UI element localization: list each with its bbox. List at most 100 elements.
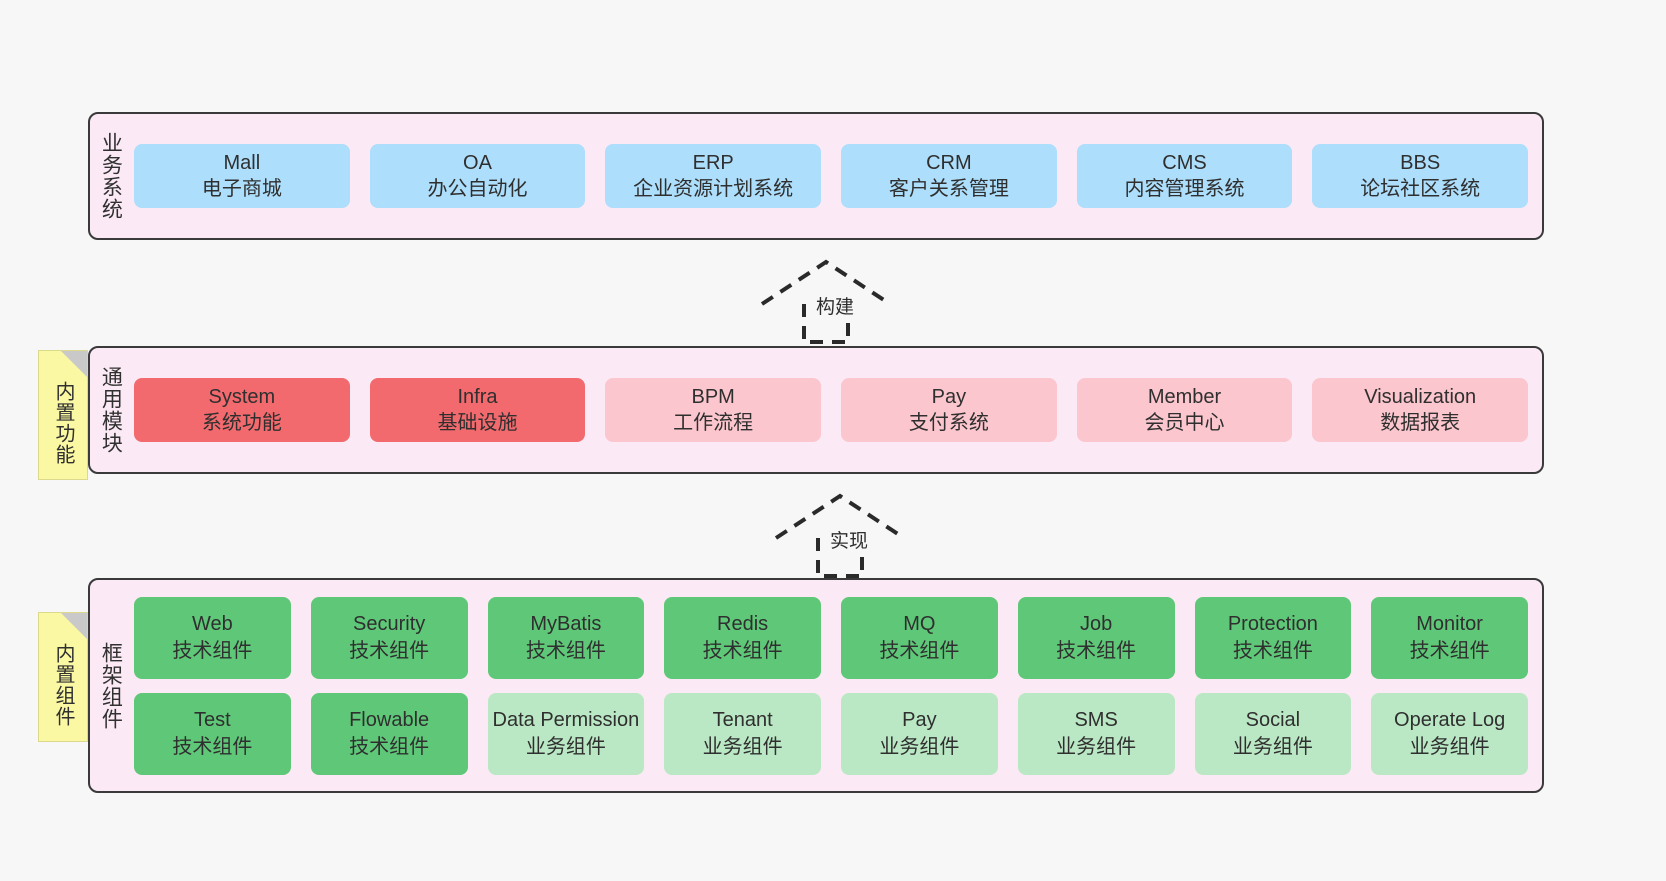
note-label: 内置功能 (52, 381, 74, 465)
card-row: Web 技术组件 Security 技术组件 MyBatis 技术组件 Redi… (134, 596, 1528, 679)
card-bbs[interactable]: BBS 论坛社区系统 (1312, 143, 1529, 209)
card-title: Mall (223, 151, 261, 174)
card-subtitle: 电子商城 (201, 178, 282, 200)
connector-implement-shape (774, 493, 906, 578)
card-title: Social (1245, 709, 1301, 732)
card-title: Data Permission (492, 709, 640, 732)
card-title: Monitor (1416, 613, 1483, 636)
card-cms[interactable]: CMS 内容管理系统 (1076, 143, 1293, 209)
card-mq[interactable]: MQ 技术组件 (841, 596, 998, 679)
card-subtitle: 业务组件 (525, 735, 606, 758)
card-web[interactable]: Web 技术组件 (134, 596, 291, 679)
card-erp[interactable]: ERP 企业资源计划系统 (605, 143, 822, 209)
note-fold-corner-icon (61, 613, 87, 639)
note-label: 内置组件 (52, 643, 74, 727)
card-tenant[interactable]: Tenant 业务组件 (664, 692, 821, 775)
card-subtitle: 业务组件 (702, 735, 783, 758)
card-title: CMS (1162, 151, 1207, 174)
card-subtitle: 工作流程 (673, 412, 754, 434)
connector-build-shape (760, 259, 892, 344)
card-title: Visualization (1364, 385, 1477, 408)
card-protection[interactable]: Protection 技术组件 (1194, 596, 1352, 679)
card-subtitle: 技术组件 (879, 639, 960, 662)
card-title: MyBatis (530, 613, 602, 636)
layer-title-framework: 框架组件 (99, 641, 123, 730)
card-subtitle: 技术组件 (1409, 639, 1490, 662)
card-title: System (208, 385, 276, 408)
card-test[interactable]: Test 技术组件 (134, 692, 291, 775)
card-visualization[interactable]: Visualization 数据报表 (1312, 377, 1529, 443)
card-mybatis[interactable]: MyBatis 技术组件 (487, 596, 645, 679)
card-subtitle: 业务组件 (1409, 735, 1490, 758)
card-row: Test 技术组件 Flowable 技术组件 Data Permission … (134, 692, 1528, 775)
note-builtin-components: 内置组件 (38, 612, 88, 742)
card-title: Flowable (349, 709, 430, 732)
card-social[interactable]: Social 业务组件 (1194, 692, 1352, 775)
card-pay-component[interactable]: Pay 业务组件 (841, 692, 998, 775)
card-operate-log[interactable]: Operate Log 业务组件 (1371, 692, 1528, 775)
card-job[interactable]: Job 技术组件 (1017, 596, 1175, 679)
connector-implement: 实现 (770, 492, 930, 578)
card-title: OA (463, 151, 492, 174)
card-title: BBS (1400, 151, 1441, 174)
card-title: Job (1080, 613, 1113, 636)
layer-common-modules: 通用模块 System 系统功能 Infra 基础设施 BPM 工作流程 Pay… (88, 346, 1544, 474)
card-mall[interactable]: Mall 电子商城 (134, 143, 350, 209)
card-subtitle: 业务组件 (1056, 735, 1137, 758)
card-infra[interactable]: Infra 基础设施 (369, 377, 586, 443)
layer-title-common: 通用模块 (99, 366, 123, 454)
card-bpm[interactable]: BPM 工作流程 (605, 377, 822, 443)
card-member[interactable]: Member 会员中心 (1076, 377, 1293, 443)
layer-title-business: 业务系统 (99, 132, 123, 220)
card-subtitle: 技术组件 (349, 735, 430, 758)
card-subtitle: 内容管理系统 (1124, 178, 1245, 200)
card-title: Web (191, 613, 233, 636)
card-title: SMS (1074, 709, 1118, 732)
card-subtitle: 业务组件 (1232, 735, 1313, 758)
card-oa[interactable]: OA 办公自动化 (369, 143, 586, 209)
card-title: Pay (902, 709, 937, 732)
card-title: Test (194, 709, 231, 732)
card-subtitle: 技术组件 (349, 639, 430, 662)
card-redis[interactable]: Redis 技术组件 (664, 596, 821, 679)
card-subtitle: 技术组件 (172, 735, 253, 758)
card-subtitle: 业务组件 (879, 735, 960, 758)
card-subtitle: 支付系统 (908, 412, 989, 434)
card-subtitle: 客户关系管理 (888, 178, 1009, 200)
card-monitor[interactable]: Monitor 技术组件 (1371, 596, 1528, 679)
card-title: BPM (691, 385, 735, 408)
card-pay-module[interactable]: Pay 支付系统 (841, 377, 1057, 443)
card-title: Infra (457, 385, 498, 408)
card-row: System 系统功能 Infra 基础设施 BPM 工作流程 Pay 支付系统… (134, 377, 1529, 443)
layer-business-systems: 业务系统 Mall 电子商城 OA 办公自动化 ERP 企业资源计划系统 CRM… (88, 112, 1544, 240)
card-system[interactable]: System 系统功能 (134, 377, 350, 443)
card-data-permission[interactable]: Data Permission 业务组件 (487, 692, 645, 775)
card-subtitle: 数据报表 (1380, 412, 1461, 434)
card-crm[interactable]: CRM 客户关系管理 (841, 143, 1057, 209)
card-subtitle: 论坛社区系统 (1360, 178, 1481, 200)
card-title: Security (353, 613, 426, 636)
card-subtitle: 企业资源计划系统 (633, 178, 794, 200)
card-title: CRM (926, 151, 972, 174)
card-title: Pay (931, 385, 967, 408)
note-builtin-functions: 内置功能 (38, 350, 88, 480)
card-subtitle: 办公自动化 (427, 178, 528, 200)
card-title: Operate Log (1394, 709, 1506, 732)
layer-body-business: Mall 电子商城 OA 办公自动化 ERP 企业资源计划系统 CRM 客户关系… (130, 114, 1542, 238)
connector-implement-label: 实现 (828, 526, 871, 553)
card-subtitle: 基础设施 (437, 412, 518, 434)
card-subtitle: 技术组件 (525, 639, 606, 662)
card-subtitle: 系统功能 (201, 412, 282, 434)
note-fold-corner-icon (61, 351, 87, 377)
card-security[interactable]: Security 技术组件 (310, 596, 468, 679)
card-subtitle: 技术组件 (1056, 639, 1137, 662)
card-sms[interactable]: SMS 业务组件 (1017, 692, 1175, 775)
card-subtitle: 技术组件 (702, 639, 783, 662)
card-row: Mall 电子商城 OA 办公自动化 ERP 企业资源计划系统 CRM 客户关系… (134, 143, 1529, 209)
card-subtitle: 会员中心 (1144, 412, 1225, 434)
card-title: Redis (717, 613, 769, 636)
card-subtitle: 技术组件 (1232, 639, 1313, 662)
card-title: MQ (903, 613, 936, 636)
card-flowable[interactable]: Flowable 技术组件 (310, 692, 468, 775)
